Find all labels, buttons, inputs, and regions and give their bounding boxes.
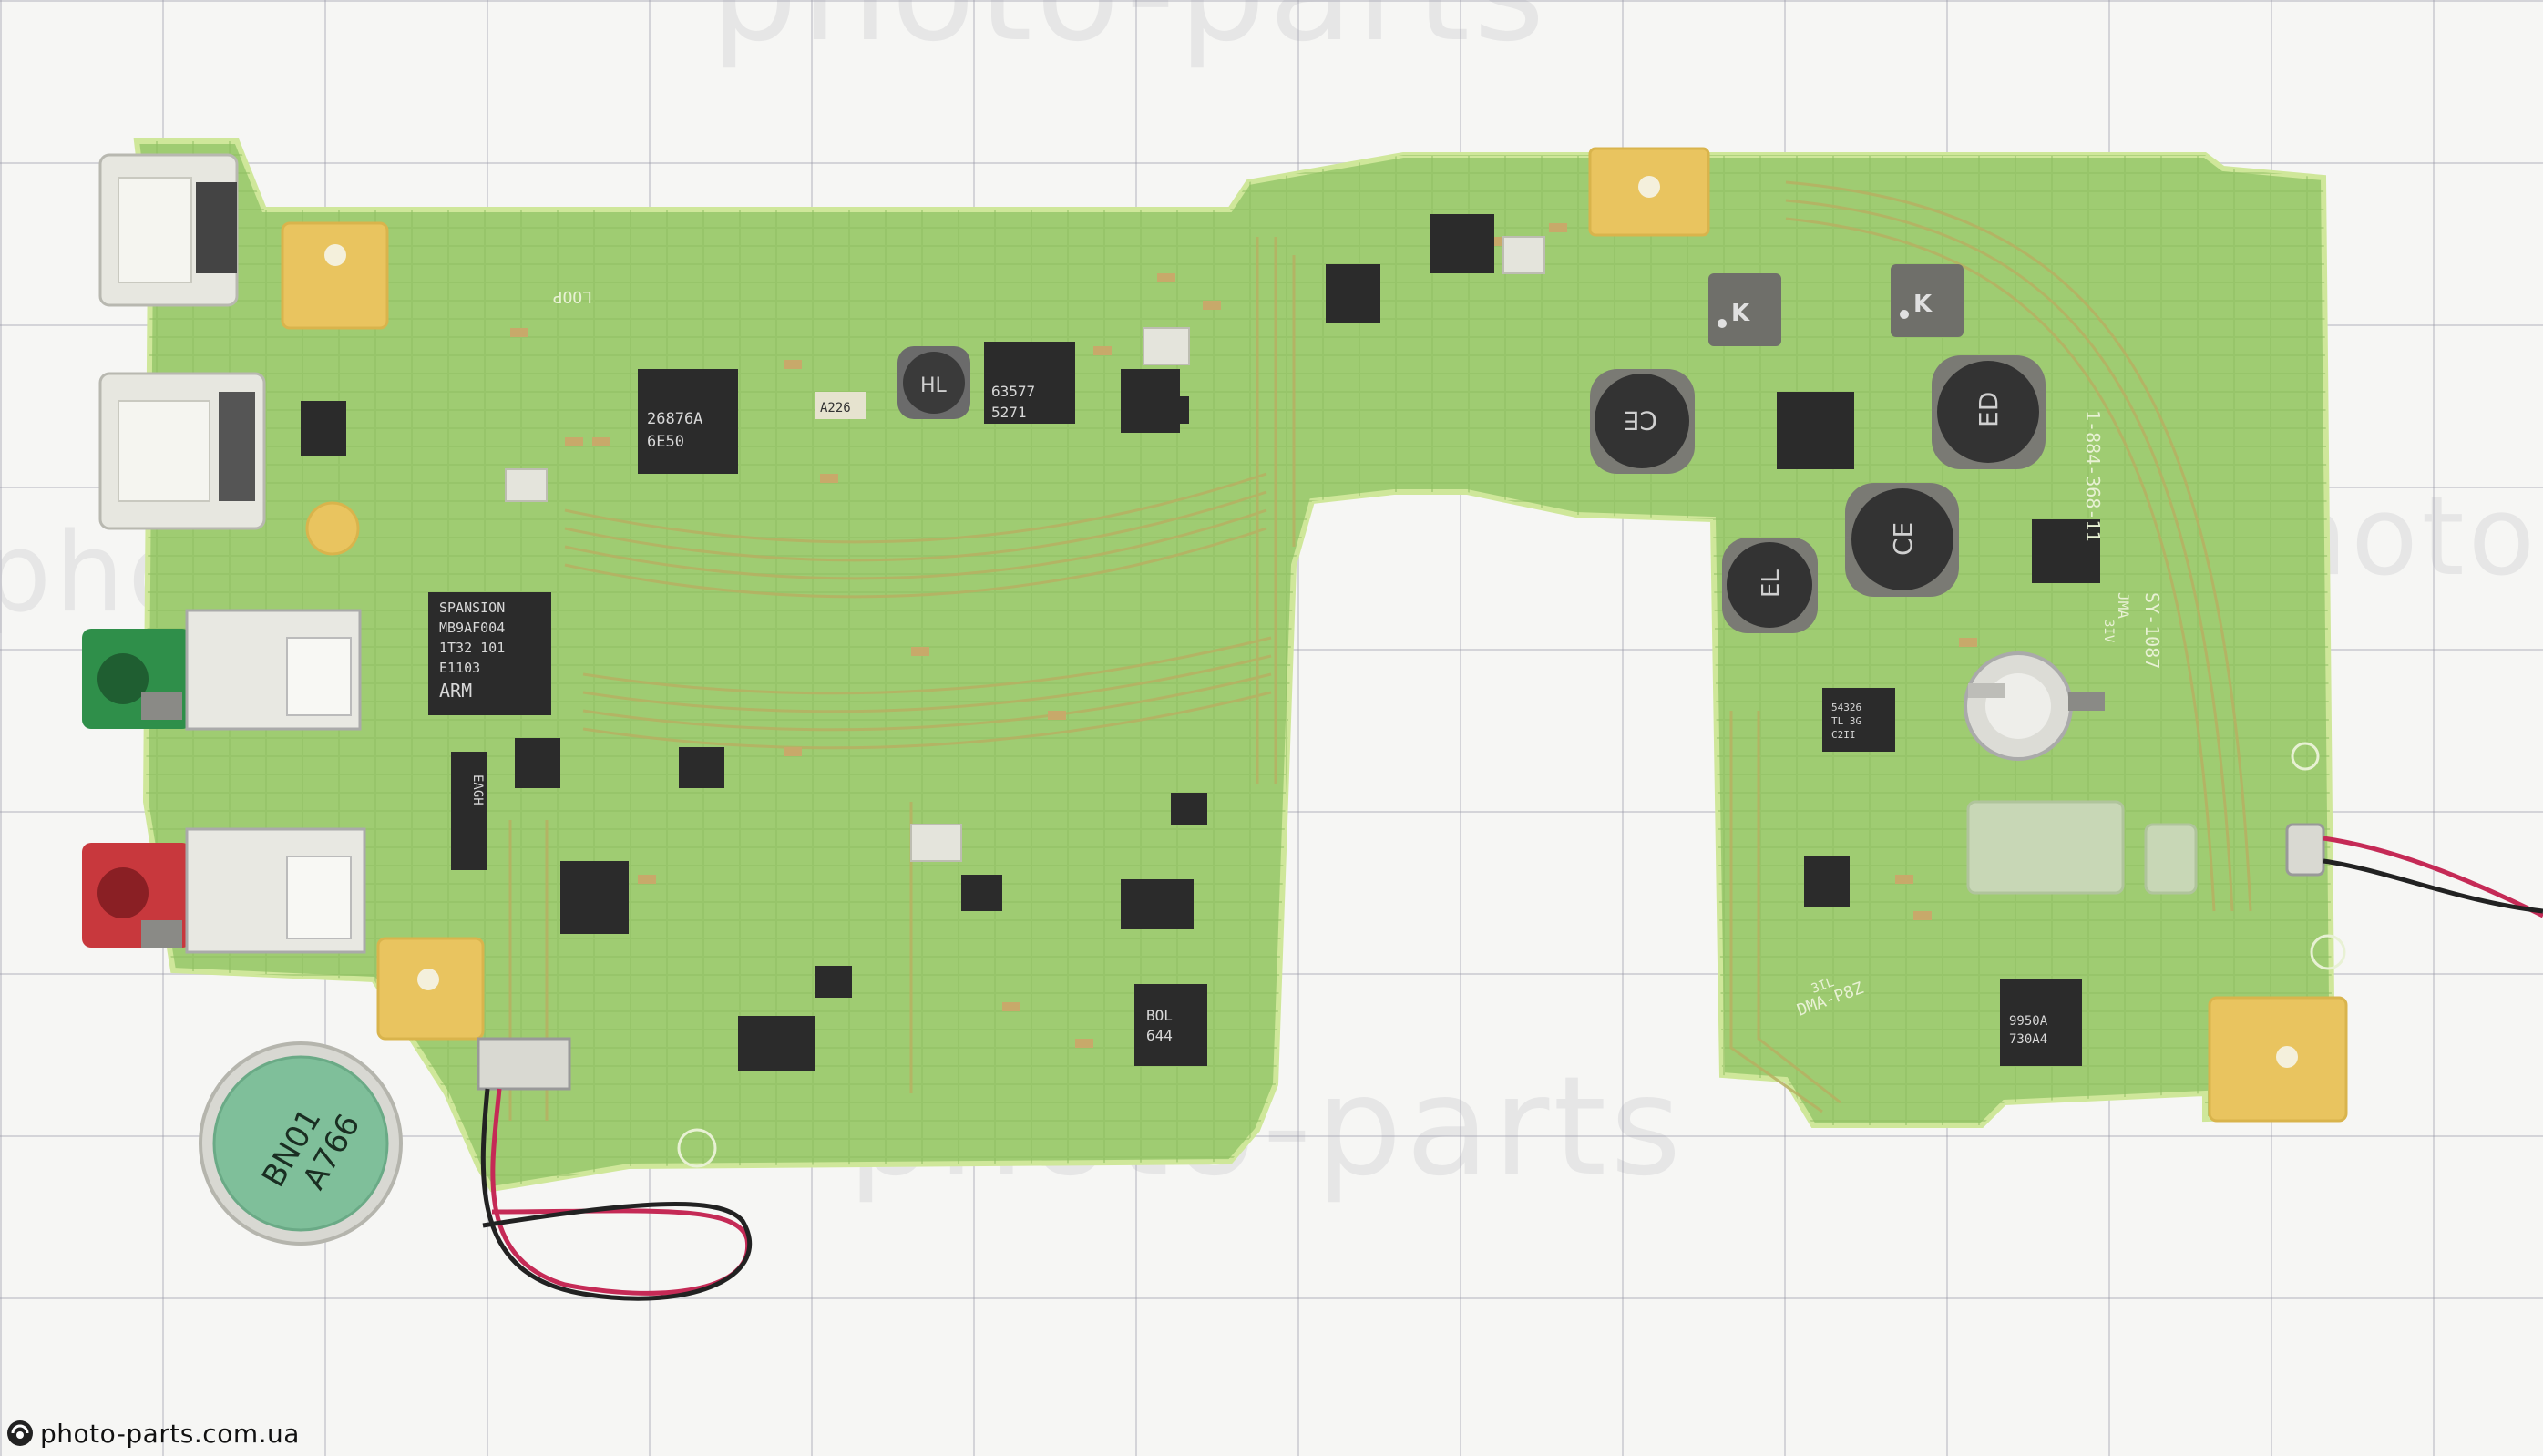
svg-text:6E50: 6E50 bbox=[647, 433, 684, 451]
footer-watermark: photo-parts.com.ua bbox=[5, 1415, 300, 1451]
svg-text:K: K bbox=[1913, 291, 1933, 318]
svg-text:CE: CE bbox=[1624, 405, 1657, 436]
svg-text:644: 644 bbox=[1146, 1027, 1173, 1044]
small-chips bbox=[301, 214, 2100, 1071]
white-pads bbox=[505, 236, 1545, 862]
svg-text:26876A: 26876A bbox=[647, 410, 702, 428]
svg-text:1T32 101: 1T32 101 bbox=[439, 640, 505, 656]
inductor-ed: ED bbox=[1932, 355, 2046, 469]
audio-jack-green bbox=[82, 609, 362, 731]
svg-text:E1103: E1103 bbox=[439, 660, 480, 676]
photo-parts-logo-icon bbox=[7, 1420, 33, 1446]
svg-text:C2II: C2II bbox=[1831, 729, 1856, 741]
inductor-hl: HL bbox=[897, 346, 970, 419]
svg-text:EAGH: EAGH bbox=[470, 774, 485, 805]
chip-bol-644: BOL 644 bbox=[1134, 984, 1207, 1066]
svg-text:54326: 54326 bbox=[1831, 702, 1861, 713]
silk-board-code: 1-884-368-11 bbox=[2082, 410, 2104, 542]
svg-text:TL 3G: TL 3G bbox=[1831, 715, 1861, 727]
silk-3iv: 3IV bbox=[2101, 620, 2116, 643]
chip-eagh: EAGH bbox=[451, 752, 487, 870]
svg-text:ARM: ARM bbox=[439, 680, 472, 702]
inductor-k-1: K bbox=[1708, 273, 1781, 346]
svg-text:HL: HL bbox=[920, 374, 948, 397]
svg-text:K: K bbox=[1731, 300, 1750, 327]
audio-jack-red bbox=[82, 827, 366, 954]
chip-54326: 54326 TL 3G C2II bbox=[1822, 688, 1895, 752]
svg-text:CE: CE bbox=[1888, 522, 1918, 556]
speaker-connector bbox=[477, 1037, 571, 1091]
svg-text:63577: 63577 bbox=[991, 383, 1035, 400]
fiducial-marks bbox=[677, 742, 2346, 1168]
watermark-top: photo-parts bbox=[711, 0, 1548, 72]
svg-text:A226: A226 bbox=[820, 401, 851, 415]
micro-usb-connector bbox=[98, 153, 239, 307]
speaker: BN01 A766 bbox=[199, 1041, 403, 1246]
svg-text:SPANSION: SPANSION bbox=[439, 600, 505, 616]
silk-sy-code: SY-1087 bbox=[2141, 592, 2163, 669]
svg-text:730A4: 730A4 bbox=[2009, 1032, 2047, 1047]
silk-loop: LOOP bbox=[552, 287, 592, 306]
battery-wire bbox=[2285, 823, 2543, 918]
svg-text:BOL: BOL bbox=[1146, 1007, 1173, 1024]
inductor-el: EL bbox=[1722, 538, 1818, 633]
rf-shield-area bbox=[1966, 800, 2198, 895]
svg-text:5271: 5271 bbox=[991, 404, 1027, 421]
inductor-k-2: K bbox=[1891, 264, 1964, 337]
hdmi-connector bbox=[98, 372, 266, 530]
svg-text:ED: ED bbox=[1974, 392, 2004, 427]
marking-a226: A226 bbox=[815, 392, 866, 419]
footer-url: photo-parts.com.ua bbox=[40, 1418, 300, 1449]
chip-63577: 63577 5271 bbox=[984, 342, 1075, 424]
inductor-ce-2: CE bbox=[1845, 483, 1959, 597]
chip-9950a: 9950A 730A4 bbox=[2000, 979, 2082, 1066]
speaker-wires bbox=[480, 1088, 753, 1301]
silk-jma: JMA bbox=[2115, 592, 2132, 619]
chip-26876a: 26876A 6E50 bbox=[638, 369, 738, 474]
trace-bundle bbox=[508, 180, 2252, 1121]
inductor-ce-1: CE bbox=[1590, 369, 1695, 474]
coin-cell-holder bbox=[1964, 651, 2105, 761]
main-mcu-chip: SPANSION MB9AF004 1T32 101 E1103 ARM bbox=[428, 592, 551, 715]
svg-text:EL: EL bbox=[1758, 569, 1785, 598]
svg-text:9950A: 9950A bbox=[2009, 1014, 2048, 1029]
gold-pads bbox=[281, 147, 2348, 1123]
svg-text:MB9AF004: MB9AF004 bbox=[439, 620, 505, 636]
